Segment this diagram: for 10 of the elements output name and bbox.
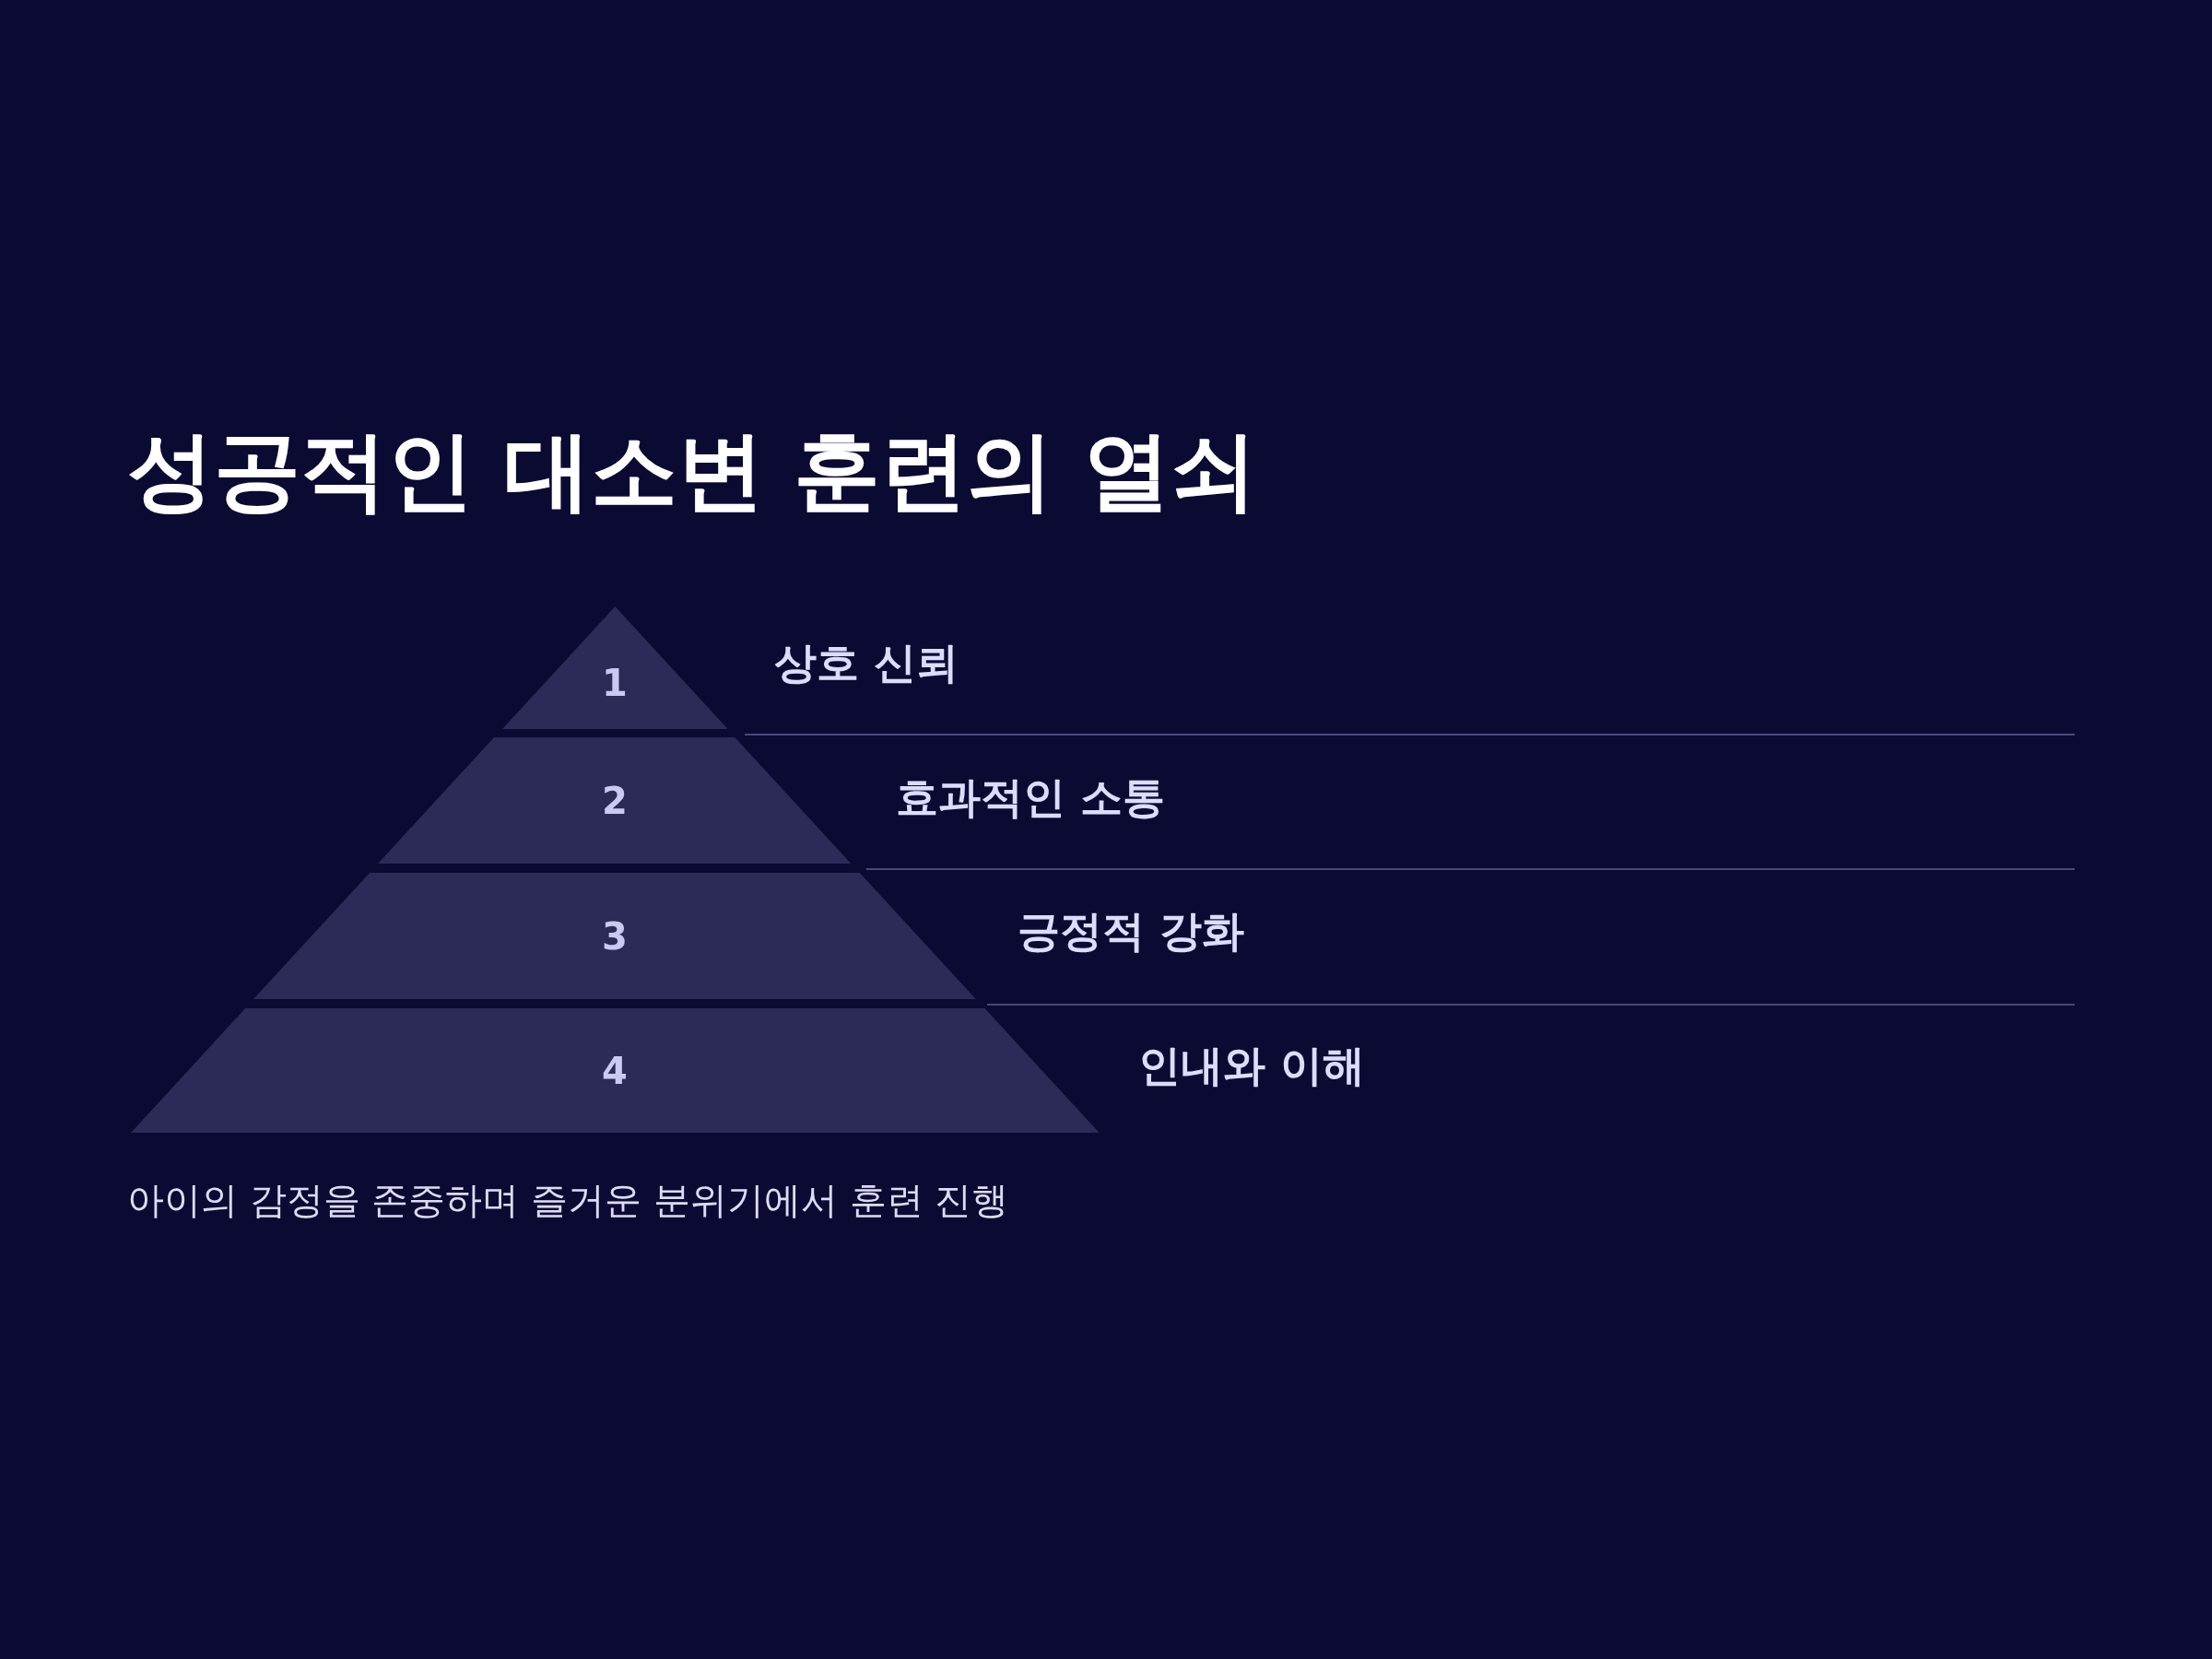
layer-label: 상호 신뢰: [774, 637, 959, 689]
layer-label: 긍정적 강화: [1018, 905, 1244, 958]
layer-number: 1: [601, 660, 629, 706]
layer-number: 2: [601, 778, 629, 824]
caption: 아이의 감정을 존중하며 즐거운 분위기에서 훈련 진행: [127, 1178, 1009, 1223]
layer-label: 인내와 이해: [1138, 1040, 1365, 1092]
layer-number: 4: [601, 1048, 629, 1094]
layer-number: 3: [601, 913, 629, 959]
title: 성공적인 대소변 훈련의 열쇠: [127, 419, 1258, 523]
layer-label: 효과적인 소통: [896, 771, 1165, 824]
